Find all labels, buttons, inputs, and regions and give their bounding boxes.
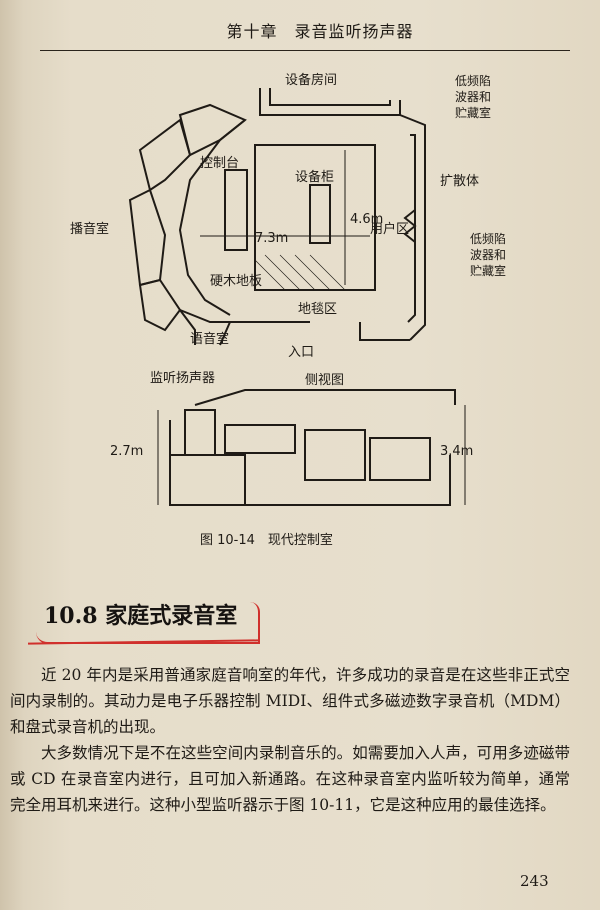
- console-desk: [224, 169, 248, 251]
- left-panel-2: [138, 118, 192, 192]
- label-height-left: 2.7m: [110, 444, 143, 459]
- right-wall: [399, 114, 426, 341]
- label-bass-top-3: 贮藏室: [455, 105, 491, 120]
- label-bass-bottom-1: 低频陷: [470, 231, 506, 246]
- side-floor: [169, 420, 451, 506]
- seat-side: [369, 437, 431, 481]
- label-broadcast-room: 播音室: [70, 221, 109, 237]
- rack-side: [304, 429, 366, 481]
- label-bass-bottom-3: 贮藏室: [470, 263, 506, 278]
- bottom-wall-right: [359, 322, 410, 341]
- figure-control-room: 设备房间 低频陷 波器和 贮藏室 控制台 设备柜 扩散体 播音室 7.3m 4.…: [70, 60, 540, 580]
- label-bass-top-1: 低频陷: [455, 73, 491, 88]
- body-text: 近 20 年内是采用普通家庭音响室的年代，许多成功的录音是在这些非正式空间内录制…: [10, 662, 570, 818]
- label-bass-top-2: 波器和: [455, 90, 491, 104]
- figure-caption: 图 10-14 现代控制室: [200, 532, 333, 548]
- label-diffuser: 扩散体: [440, 174, 479, 189]
- left-panel-3: [128, 188, 167, 287]
- page-number: 243: [520, 872, 549, 890]
- top-wall-inner: [269, 88, 391, 106]
- paragraph-1: 近 20 年内是采用普通家庭音响室的年代，许多成功的录音是在这些非正式空间内录制…: [10, 666, 570, 736]
- dimension-lines: [200, 150, 370, 285]
- diffuser-shape: [403, 209, 417, 243]
- floor-plan: [128, 88, 426, 341]
- equipment-rack-box: [309, 184, 331, 244]
- label-monitor-speaker: 监听扬声器: [150, 371, 215, 386]
- top-wall: [259, 88, 401, 116]
- left-panel-1: [178, 103, 247, 157]
- section-title: 10.8 家庭式录音室: [44, 603, 238, 629]
- side-ceiling: [194, 389, 456, 406]
- entrance-walls: [179, 309, 231, 346]
- label-console: 控制台: [200, 156, 239, 171]
- bottom-wall: [179, 309, 310, 323]
- label-width: 7.3m: [255, 231, 288, 246]
- label-voice-room: 语音室: [190, 331, 229, 347]
- label-equipment-rack: 设备柜: [295, 169, 334, 185]
- label-bass-bottom-2: 波器和: [470, 248, 506, 262]
- side-view: [169, 389, 456, 506]
- label-entrance: 入口: [288, 345, 314, 360]
- header-rule: [40, 50, 570, 51]
- label-height-right: 3.4m: [440, 444, 473, 459]
- side-dims: [157, 405, 466, 505]
- paragraph-2: 大多数情况下是不在这些空间内录制音乐的。如需要加入人声，可用多迹磁带或 CD 在…: [10, 744, 570, 814]
- label-depth: 4.6m: [350, 212, 383, 227]
- label-client-area: 用户区: [370, 221, 409, 237]
- hardwood-hatch: [254, 254, 346, 291]
- inner-curve: [178, 119, 246, 316]
- label-equipment-room: 设备房间: [285, 72, 337, 88]
- red-pen-mark: [36, 602, 260, 644]
- console-side: [224, 424, 296, 454]
- control-room-diagram: 设备房间 低频陷 波器和 贮藏室 控制台 设备柜 扩散体 播音室 7.3m 4.…: [70, 72, 506, 548]
- label-hardwood-floor: 硬木地板: [210, 274, 262, 289]
- label-carpet-area: 地毯区: [298, 302, 337, 317]
- left-panel-4: [138, 278, 182, 332]
- monitor-box: [184, 409, 216, 456]
- label-side-view: 侧视图: [305, 373, 344, 388]
- running-header: 第十章 录音监听扬声器: [226, 22, 414, 41]
- riser: [170, 454, 246, 505]
